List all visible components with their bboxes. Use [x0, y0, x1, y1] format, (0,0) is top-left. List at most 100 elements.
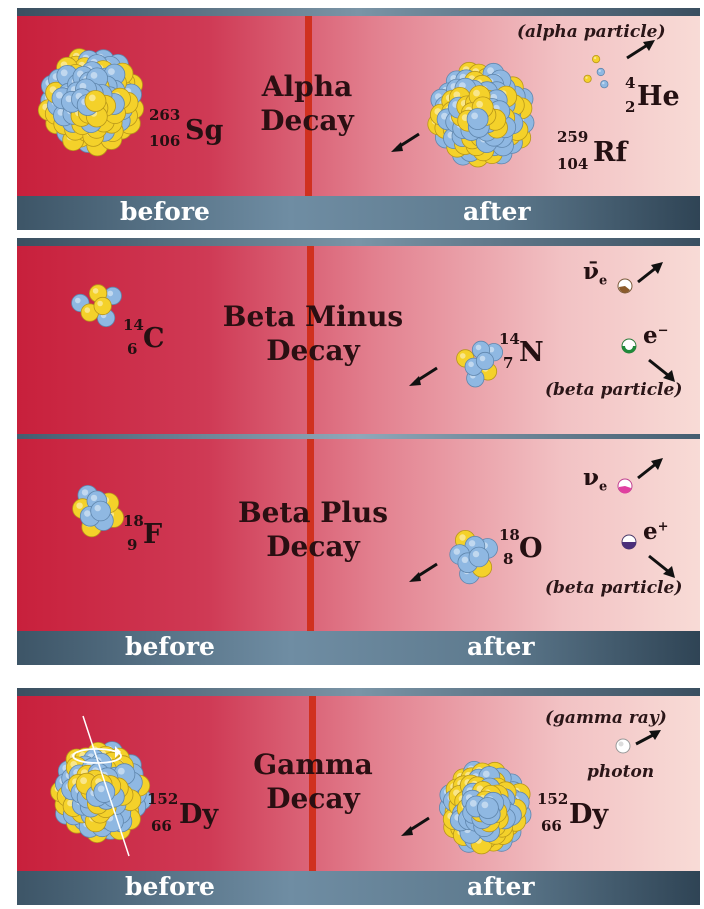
photon-label: photon	[587, 762, 655, 782]
panel-top-border	[17, 238, 700, 246]
alpha-decay-panel: 263 106 Sg Alpha Decay 259 104 Rf (alpha…	[17, 8, 700, 230]
beta-plus-particle-note: (beta particle)	[545, 578, 683, 598]
nucleon-highlight	[471, 112, 478, 120]
gamma-footer: before after	[17, 871, 700, 905]
antineutrino-arrow	[637, 262, 663, 284]
nucleon-highlight	[459, 534, 466, 541]
nucleon-highlight	[481, 801, 489, 809]
nucleon-highlight	[75, 297, 81, 304]
nucleon-highlight	[453, 91, 461, 99]
beta-decay-panel: 14 6 C Beta Minus Decay 14 7 N ν̄e e− (b…	[17, 238, 700, 679]
nucleon-highlight	[90, 494, 98, 502]
neutron	[468, 546, 490, 568]
alpha-emission-arrow	[626, 40, 655, 60]
nucleon-highlight	[80, 777, 87, 785]
c-isotope-label: 14 6 C	[123, 316, 165, 358]
nucleon-highlight	[602, 81, 605, 85]
nucleon-highlight	[107, 290, 114, 297]
nucleon-highlight	[97, 785, 105, 793]
nucleon-highlight	[598, 69, 601, 73]
sg-nucleus	[37, 48, 144, 157]
alpha-divider-bar	[305, 16, 312, 196]
nucleon-highlight	[475, 344, 482, 351]
beta-section-divider	[17, 434, 700, 439]
nucleon-highlight	[487, 67, 494, 75]
nucleon-highlight	[56, 91, 63, 99]
panel-top-border	[17, 8, 700, 16]
nucleon-highlight	[88, 94, 96, 102]
nucleon-highlight	[453, 548, 460, 555]
gamma-ray-note: (gamma ray)	[545, 708, 667, 728]
beta-minus-particle-note: (beta particle)	[545, 380, 683, 400]
dy-daughter-isotope-label: 152 66 Dy	[537, 790, 609, 835]
beta-minus-title: Beta Minus Decay	[222, 300, 404, 367]
before-label: before	[120, 197, 210, 226]
dy-excited-nucleus	[50, 741, 153, 843]
proton	[84, 90, 107, 112]
he-isotope-label: 4 2 He	[625, 74, 680, 116]
o-nucleus	[449, 530, 498, 585]
nucleon-highlight	[84, 307, 91, 313]
rf-nucleus	[427, 61, 535, 168]
nucleon-highlight	[585, 76, 588, 79]
before-label: before	[125, 872, 215, 901]
neutron	[477, 797, 499, 819]
nucleon-highlight	[60, 69, 68, 77]
beta-plus-title: Beta Plus Decay	[237, 496, 389, 563]
panel-top-border	[17, 688, 700, 696]
nucleon-highlight	[593, 56, 597, 60]
nucleon-highlight	[97, 300, 103, 307]
rf-isotope-label: 259 104 Rf	[557, 128, 628, 173]
before-label: before	[125, 632, 215, 661]
gamma-emission-arrow	[635, 730, 661, 746]
spin-indicator-icon	[72, 715, 130, 857]
beta-footer: before after	[17, 631, 700, 665]
he-nucleus	[583, 54, 609, 89]
nucleon-highlight	[476, 100, 483, 108]
after-label: after	[467, 872, 535, 901]
alpha-title: Alpha Decay	[260, 70, 354, 137]
dy-parent-isotope-label: 152 66 Dy	[147, 790, 219, 835]
dy-recoil-arrow	[401, 816, 430, 836]
alpha-particle-note: (alpha particle)	[517, 22, 666, 42]
proton	[591, 54, 601, 64]
o-recoil-arrow	[409, 562, 438, 582]
nucleon-highlight	[482, 770, 490, 778]
electron-dot	[621, 338, 637, 354]
nucleon-highlight	[468, 540, 476, 547]
electron-label: e−	[643, 322, 669, 349]
f-isotope-label: 18 9 F	[123, 512, 163, 554]
neutrino-arrow	[637, 458, 663, 480]
nucleon-highlight	[479, 355, 486, 362]
nucleon-highlight	[90, 72, 98, 79]
nucleon-highlight	[79, 82, 87, 90]
beta-plus-divider-bar	[307, 439, 314, 631]
beta-minus-divider-bar	[307, 246, 314, 434]
nucleon-highlight	[469, 800, 477, 807]
n-recoil-arrow	[409, 366, 438, 386]
n-nucleus	[456, 340, 504, 388]
n-isotope-label: 14 7 N	[499, 330, 544, 372]
neutron	[466, 108, 489, 130]
nucleon-highlight	[468, 361, 474, 368]
beta-minus-background	[17, 246, 700, 434]
o-isotope-label: 18 8 O	[499, 526, 543, 568]
neutron	[90, 500, 111, 522]
nucleon-highlight	[117, 767, 125, 775]
neutron	[600, 80, 609, 89]
nucleon-highlight	[92, 288, 99, 294]
nucleon-highlight	[94, 504, 101, 512]
sg-isotope-label: 263 106 Sg	[149, 106, 224, 150]
nucleon-highlight	[473, 89, 480, 97]
nucleon-highlight	[460, 353, 466, 359]
gamma-divider-bar	[309, 696, 316, 871]
neutron	[475, 351, 495, 371]
photon-dot	[615, 738, 631, 754]
nucleon-highlight	[81, 489, 89, 496]
nucleon-highlight	[84, 510, 91, 517]
nucleon-highlight	[65, 95, 73, 103]
electron-arrow	[648, 358, 675, 382]
gamma-decay-panel: 152 66 Dy Gamma Decay 152 66 Dy (gamma r…	[17, 688, 700, 905]
rf-recoil-arrow	[391, 132, 420, 152]
beta-plus-background	[17, 439, 700, 631]
